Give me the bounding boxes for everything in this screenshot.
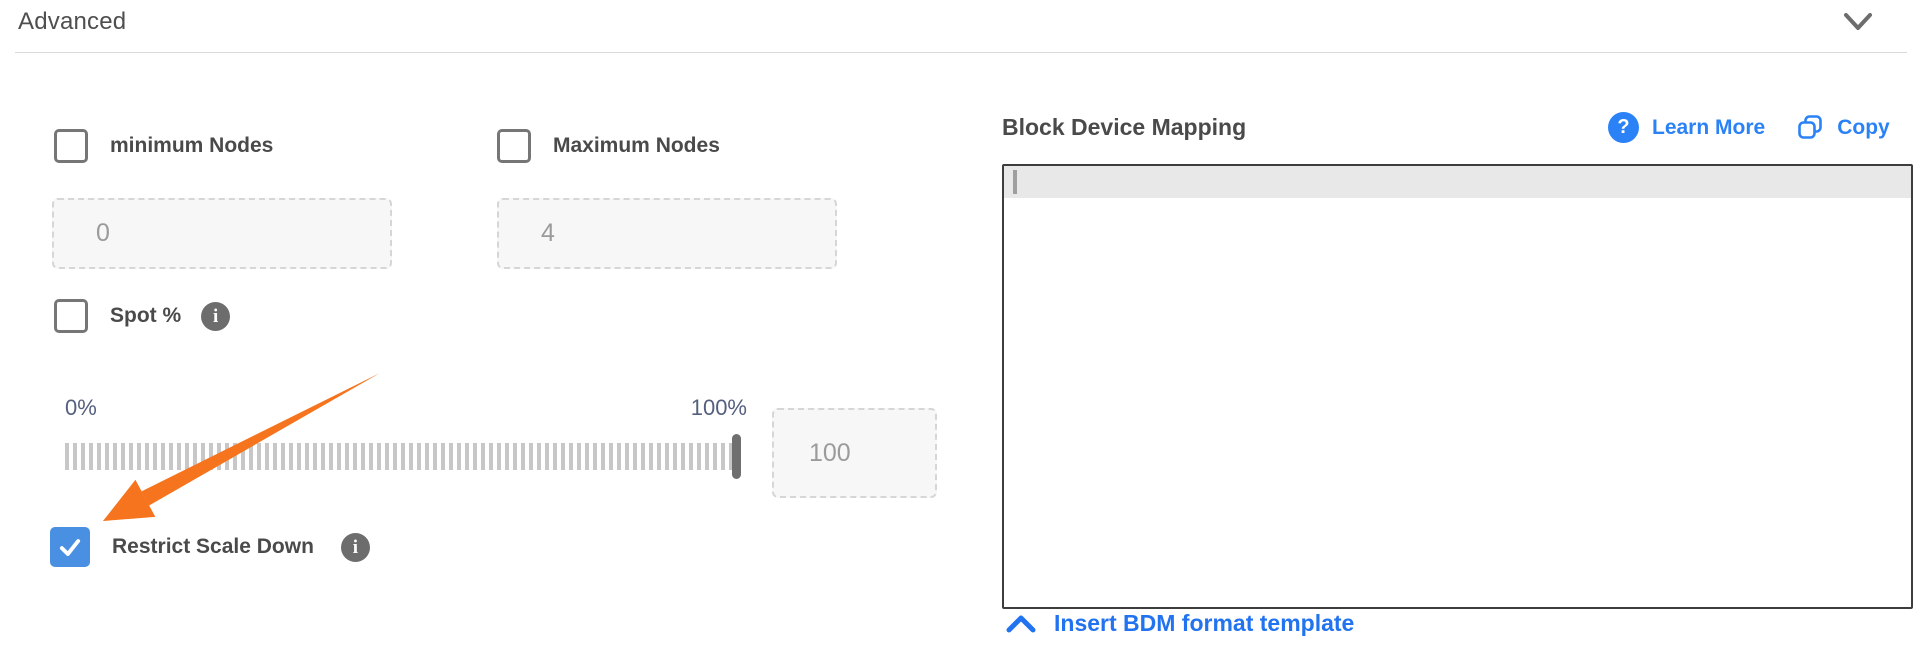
slider-min-label: 0% (65, 395, 97, 420)
spot-percentage-checkbox[interactable] (54, 299, 88, 333)
chevron-up-icon (1006, 615, 1036, 632)
maximum-nodes-input[interactable] (497, 198, 837, 269)
slider-max-label: 100% (690, 395, 747, 420)
insert-bdm-template-label: Insert BDM format template (1054, 610, 1355, 636)
maximum-nodes-label: Maximum Nodes (553, 134, 720, 157)
editor-active-line (1004, 166, 1911, 198)
spot-info-icon[interactable]: i (201, 301, 231, 331)
copy-icon (1798, 115, 1823, 139)
section-divider (15, 52, 1907, 53)
chevron-down-icon[interactable] (1843, 11, 1873, 33)
minimum-nodes-input[interactable] (52, 198, 392, 269)
spot-percentage-slider-handle[interactable] (732, 434, 741, 479)
restrict-scale-down-info-icon[interactable]: i (340, 532, 370, 562)
spot-percentage-input[interactable] (772, 408, 937, 498)
insert-bdm-template-link[interactable]: Insert BDM format template (1006, 610, 1354, 637)
checkmark-icon (59, 539, 81, 556)
copy-button[interactable]: Copy (1797, 114, 1890, 141)
bdm-editor[interactable] (1002, 164, 1913, 609)
question-mark-icon: ? (1608, 112, 1639, 143)
slider-labels: 0% 100% (65, 395, 747, 421)
restrict-scale-down-checkbox[interactable] (50, 527, 90, 567)
restrict-scale-down-row: Restrict Scale Down i (50, 527, 370, 567)
maximum-nodes-row: Maximum Nodes (497, 129, 720, 163)
editor-text-caret (1013, 170, 1017, 194)
minimum-nodes-label: minimum Nodes (110, 134, 274, 157)
maximum-nodes-checkbox[interactable] (497, 129, 531, 163)
learn-more-label: Learn More (1652, 115, 1766, 139)
minimum-nodes-row: minimum Nodes (54, 129, 273, 163)
copy-label: Copy (1837, 115, 1890, 139)
spot-percentage-label: Spot % (110, 304, 182, 327)
learn-more-link[interactable]: ? Learn More (1608, 112, 1765, 143)
spot-percentage-slider-track[interactable] (65, 443, 741, 470)
bdm-header-links: ? Learn More Copy (1608, 112, 1890, 143)
block-device-mapping-title: Block Device Mapping (1002, 114, 1247, 140)
restrict-scale-down-label: Restrict Scale Down (112, 535, 314, 558)
minimum-nodes-checkbox[interactable] (54, 129, 88, 163)
spot-percentage-row: Spot % i (54, 299, 231, 333)
section-title: Advanced (18, 8, 127, 35)
